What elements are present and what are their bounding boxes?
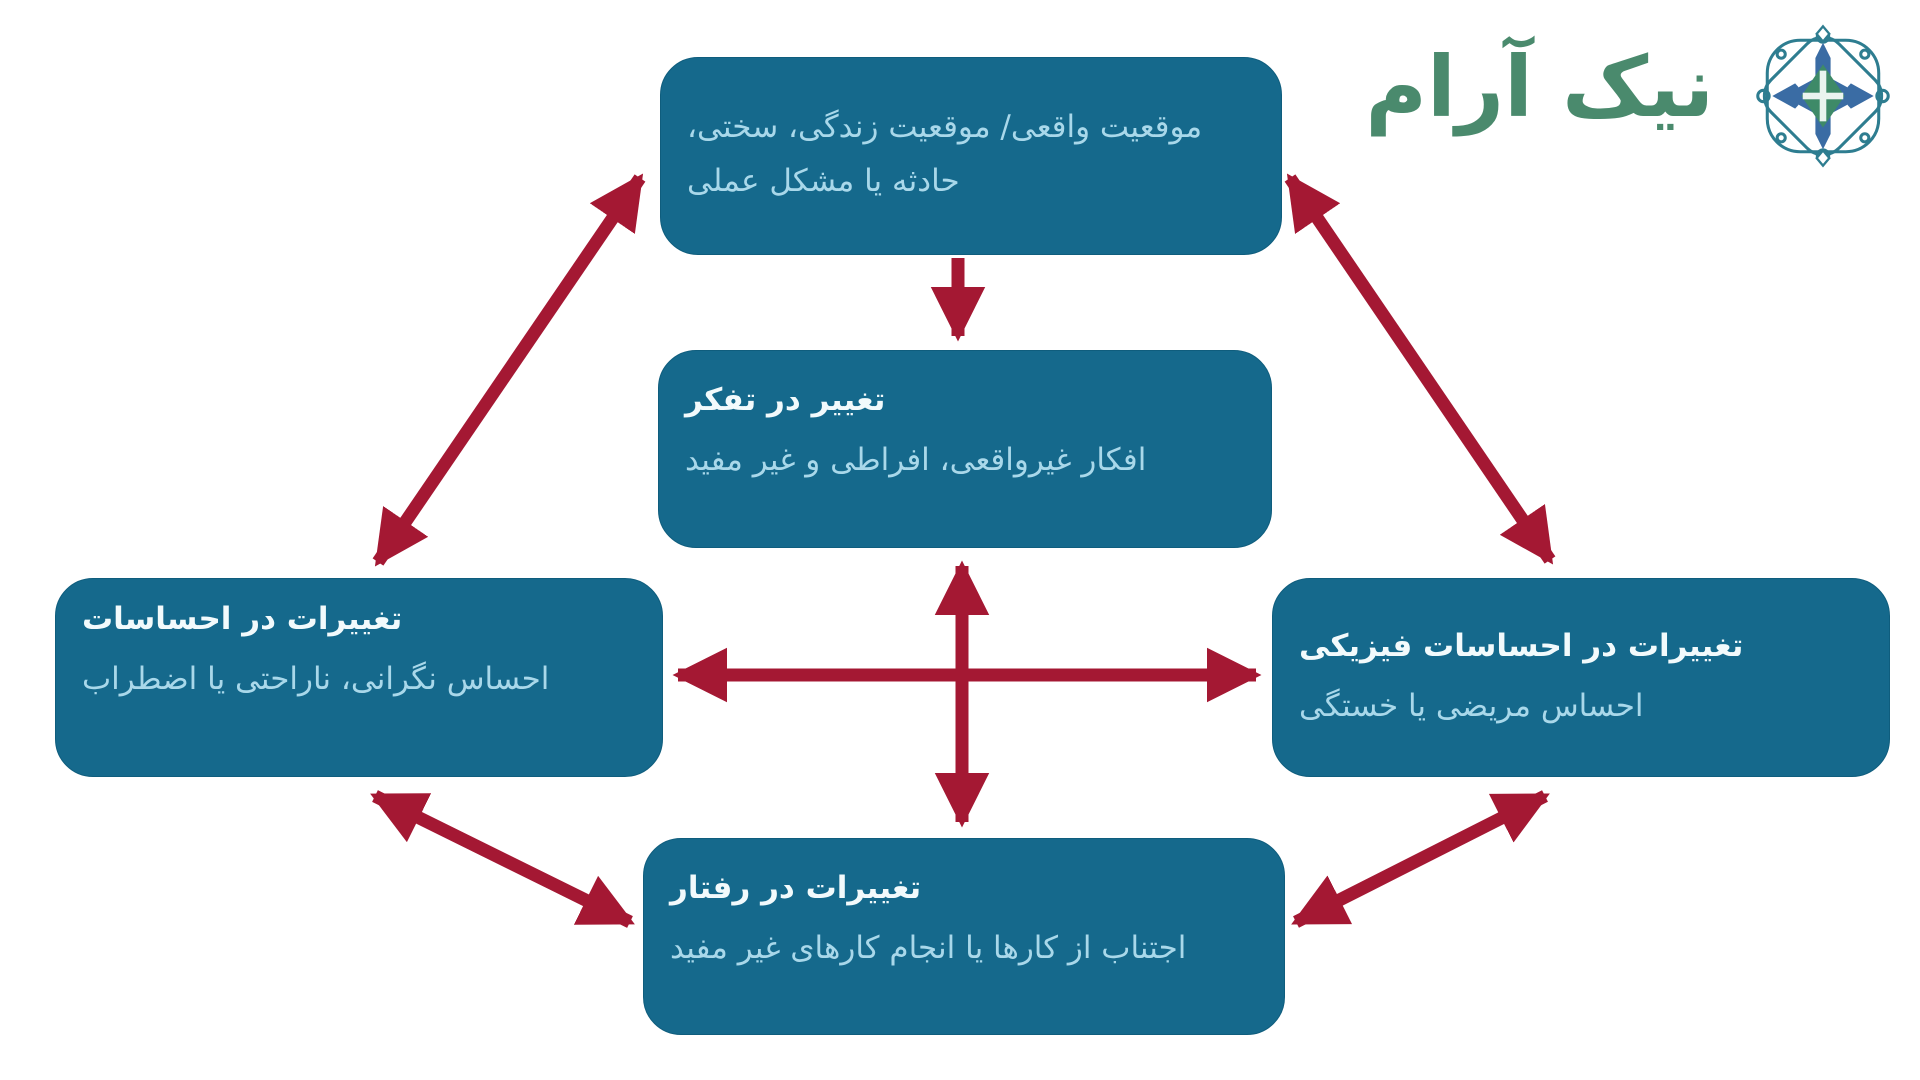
node-feelings-text: احساس نگرانی، ناراحتی یا اضطراب [82, 661, 550, 698]
node-thoughts: تغییر در تفکر افکار غیرواقعی، افراطی و غ… [658, 350, 1272, 548]
node-physical-sensations: تغییرات در احساسات فیزیکی احساس مریضی یا… [1272, 578, 1890, 777]
arrow-situation-feelings [372, 173, 646, 567]
node-thoughts-title: تغییر در تفکر [685, 382, 886, 418]
node-situation-text: موقعیت واقعی/ موقعیت زندگی، سختی، حادثه … [687, 109, 1203, 200]
arrow-feelings-behavior [370, 790, 635, 928]
node-physical-sensations-text: احساس مریضی یا خستگی [1299, 688, 1644, 725]
node-behavior-title: تغییرات در رفتار [670, 870, 922, 906]
node-behavior-text: اجتناب از کارها یا انجام کارهای غیر مفید [670, 930, 1187, 967]
node-feelings-title: تغییرات در احساسات [82, 601, 403, 637]
arrow-situation-physical [1284, 173, 1556, 565]
arrow-physical-behavior [1291, 790, 1550, 928]
brand-logo: نیک آرام [1365, 20, 1902, 172]
node-feelings: تغییرات در احساسات احساس نگرانی، ناراحتی… [55, 578, 663, 777]
node-situation: موقعیت واقعی/ موقعیت زندگی، سختی، حادثه … [660, 57, 1282, 255]
brand-name: نیک آرام [1365, 37, 1714, 136]
persian-medallion-icon [1756, 24, 1890, 168]
node-behavior: تغییرات در رفتار اجتناب از کارها یا انجا… [643, 838, 1285, 1035]
node-thoughts-text: افکار غیرواقعی، افراطی و غیر مفید [685, 442, 1147, 479]
node-physical-sensations-title: تغییرات در احساسات فیزیکی [1299, 628, 1744, 664]
